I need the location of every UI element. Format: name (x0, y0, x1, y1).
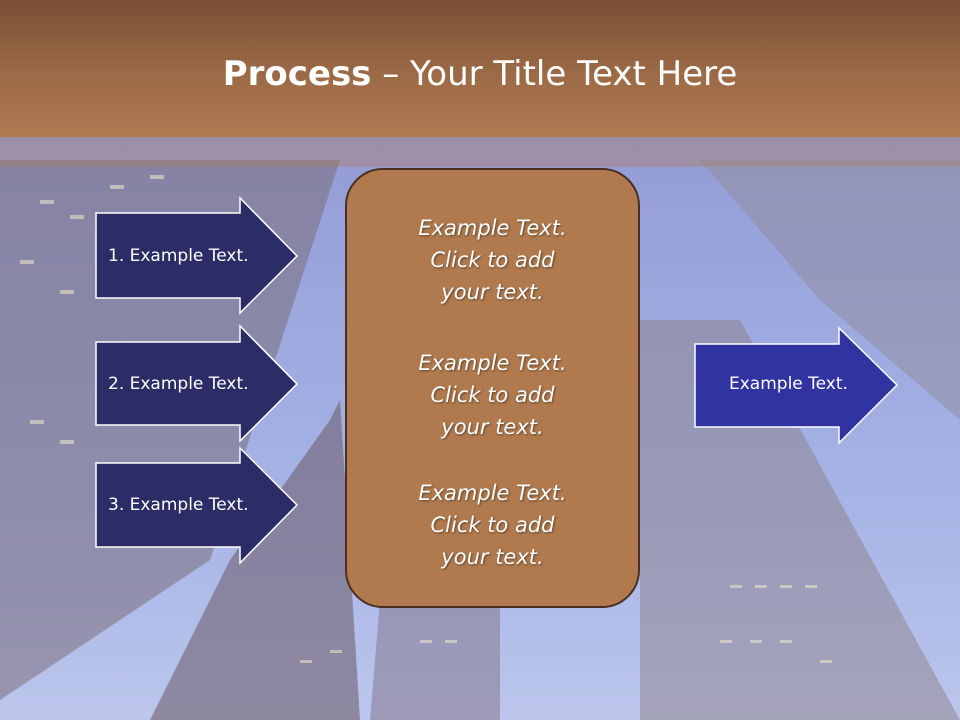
left-arrow-1 (95, 196, 299, 315)
title-accent-band (0, 137, 960, 167)
slide-title-bold: Process (222, 54, 372, 94)
left-arrow-2-label[interactable]: 2. Example Text. (108, 374, 249, 394)
center-text-block-1[interactable]: Example Text. Click to add your text. (345, 212, 640, 308)
center-text-line: your text. (441, 280, 544, 304)
left-arrow-3-label[interactable]: 3. Example Text. (108, 495, 249, 515)
center-text-block-3[interactable]: Example Text. Click to add your text. (345, 477, 640, 573)
center-text-line: Example Text. (418, 351, 567, 375)
slide-title[interactable]: Process – Your Title Text Here (0, 52, 960, 96)
left-arrow-1-label[interactable]: 1. Example Text. (108, 246, 249, 266)
center-text-line: Example Text. (418, 216, 567, 240)
center-text-line: Click to add (430, 383, 555, 407)
center-text-line: your text. (441, 415, 544, 439)
center-text-line: your text. (441, 545, 544, 569)
title-bar (0, 0, 960, 137)
center-text-line: Click to add (430, 513, 555, 537)
center-text-line: Click to add (430, 248, 555, 272)
center-text-block-2[interactable]: Example Text. Click to add your text. (345, 347, 640, 443)
left-arrow-3 (95, 446, 299, 565)
right-arrow-label[interactable]: Example Text. (729, 374, 848, 394)
right-arrow (694, 326, 899, 445)
center-process-box[interactable] (345, 168, 640, 608)
left-arrow-2 (95, 324, 299, 443)
center-text-line: Example Text. (418, 481, 567, 505)
slide-title-rest: – Your Title Text Here (371, 54, 738, 94)
